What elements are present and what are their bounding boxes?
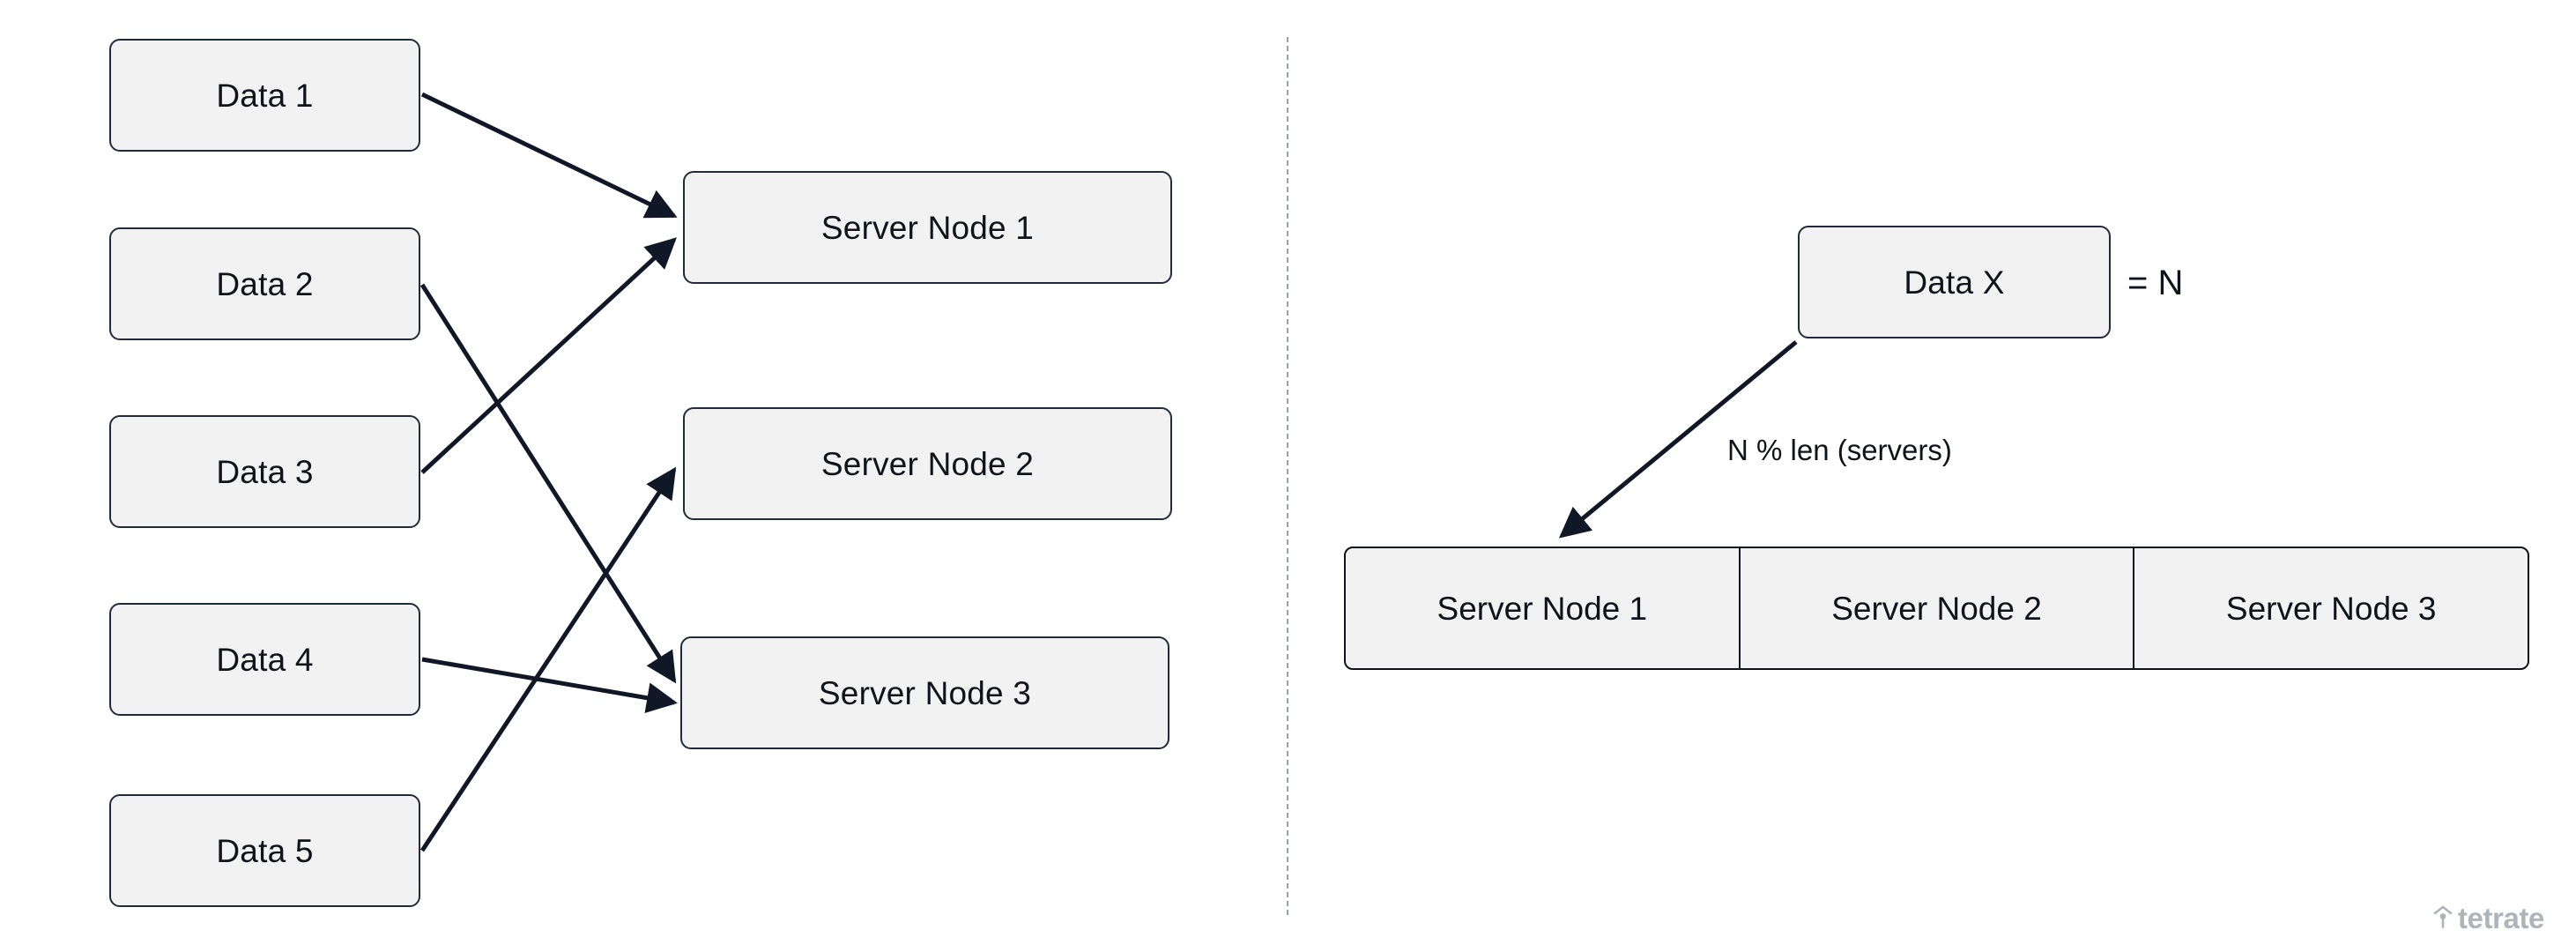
server-bar-segment-3[interactable]: Server Node 3 (2134, 548, 2528, 668)
tetrate-arrow-icon (2433, 905, 2453, 928)
data-x-node-label: Data X (1904, 264, 2005, 301)
edge-data3-to-server-node-1 (420, 237, 677, 474)
data-node-5-label: Data 5 (216, 832, 314, 869)
edge-data1-to-server-node-1 (420, 92, 678, 219)
server-bar-segment-1-label: Server Node 1 (1436, 590, 1648, 627)
data-node-2-label: Data 2 (216, 265, 314, 302)
data-node-3-label: Data 3 (216, 453, 314, 490)
server-bar-segment-3-label: Server Node 3 (2225, 590, 2437, 627)
data-node-5[interactable]: Data 5 (109, 794, 420, 907)
edge-data4-to-server-node-3 (421, 657, 678, 714)
tetrate-logo-wordmark: tetrate (2457, 902, 2544, 934)
data-node-1-label: Data 1 (216, 77, 314, 114)
data-node-1[interactable]: Data 1 (109, 39, 420, 152)
server-node-3-label: Server Node 3 (818, 674, 1032, 711)
data-node-3[interactable]: Data 3 (109, 415, 420, 528)
server-node-bar: Server Node 1 Server Node 2 Server Node … (1344, 547, 2529, 670)
server-node-2-label: Server Node 2 (820, 445, 1035, 482)
server-node-2[interactable]: Server Node 2 (683, 407, 1172, 520)
modulo-edge-label: N % len (servers) (1727, 434, 1952, 466)
data-node-2[interactable]: Data 2 (109, 227, 420, 340)
equals-n-label: = N (2127, 264, 2184, 302)
data-node-4-label: Data 4 (216, 641, 314, 678)
server-node-1[interactable]: Server Node 1 (683, 171, 1172, 284)
server-bar-segment-2-label: Server Node 2 (1831, 590, 2042, 627)
server-node-1-label: Server Node 1 (820, 209, 1035, 246)
server-node-3[interactable]: Server Node 3 (680, 636, 1169, 749)
tetrate-logo: tetrate (2433, 904, 2544, 933)
server-bar-segment-2[interactable]: Server Node 2 (1741, 548, 2135, 668)
server-bar-segment-1[interactable]: Server Node 1 (1346, 548, 1741, 668)
data-x-node[interactable]: Data X (1798, 226, 2111, 338)
panel-divider (1287, 37, 1288, 915)
edge-data2-to-server-node-3 (419, 283, 677, 684)
edge-data5-to-server-node-2 (419, 466, 677, 852)
data-node-4[interactable]: Data 4 (109, 603, 420, 716)
